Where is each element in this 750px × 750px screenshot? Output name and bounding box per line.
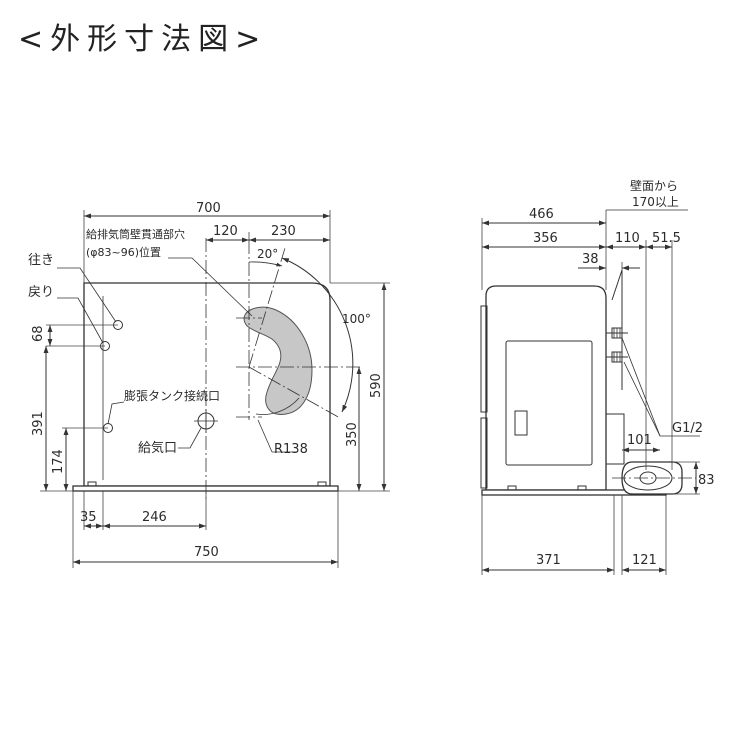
dim-110-label: 110 — [615, 231, 640, 246]
vent-label-line2: (φ83~96)位置 — [86, 245, 161, 259]
pipe-fitting-lower — [606, 351, 628, 363]
page-title: <外形寸法図> — [18, 22, 268, 57]
dim-121-label: 121 — [632, 553, 657, 568]
dim-350-label: 350 — [345, 422, 360, 447]
radius-label: R138 — [274, 442, 308, 457]
dim-51-5-label: 51.5 — [652, 231, 681, 246]
dim-38-label: 38 — [582, 252, 599, 267]
side-view: 壁面から 170以上 466 356 110 51.5 38 G1/2 101 … — [480, 178, 715, 575]
dim-356-label: 356 — [533, 231, 558, 246]
dim-35-label: 35 — [80, 510, 97, 525]
side-door-handle — [514, 410, 528, 436]
front-view: 700 120 230 給排気筒壁貫通部穴 (φ83~96)位置 20° 100… — [28, 201, 390, 568]
wall-distance-label-line2: 170以上 — [632, 195, 679, 209]
dim-371-label: 371 — [536, 553, 561, 568]
dim-700-label: 700 — [196, 201, 221, 216]
dim-174-label: 174 — [51, 449, 66, 474]
dim-246-label: 246 — [142, 510, 167, 525]
pipe-fitting-upper — [606, 327, 628, 339]
dim-590-label: 590 — [369, 373, 384, 398]
intake-label: 給気口 — [138, 440, 177, 456]
front-foot-right — [317, 481, 327, 487]
return-label: 往き — [28, 253, 54, 268]
dim-466-label: 466 — [529, 207, 554, 222]
wall-distance-label-line1: 壁面から — [630, 178, 678, 193]
dim-120-label: 120 — [213, 224, 238, 239]
thread-size-label: G1/2 — [672, 421, 703, 436]
dim-83-label: 83 — [698, 473, 715, 488]
vent-label-line1: 給排気筒壁貫通部穴 — [86, 227, 185, 241]
dim-391-label: 391 — [31, 411, 46, 436]
dim-230-label: 230 — [271, 224, 296, 239]
side-door-panel — [505, 340, 593, 466]
side-heater-body — [485, 285, 607, 491]
dim-68-label: 68 — [31, 325, 46, 342]
supply-label: 戻り — [28, 285, 54, 300]
front-foot-left — [87, 481, 97, 487]
front-base-plate — [72, 485, 339, 492]
angle-100-label: 100° — [342, 312, 371, 326]
angle-20-label: 20° — [257, 247, 278, 261]
expansion-port-label: 膨張タンク接続口 — [124, 388, 220, 403]
dim-750-label: 750 — [194, 545, 219, 560]
dim-101-label: 101 — [627, 433, 652, 448]
